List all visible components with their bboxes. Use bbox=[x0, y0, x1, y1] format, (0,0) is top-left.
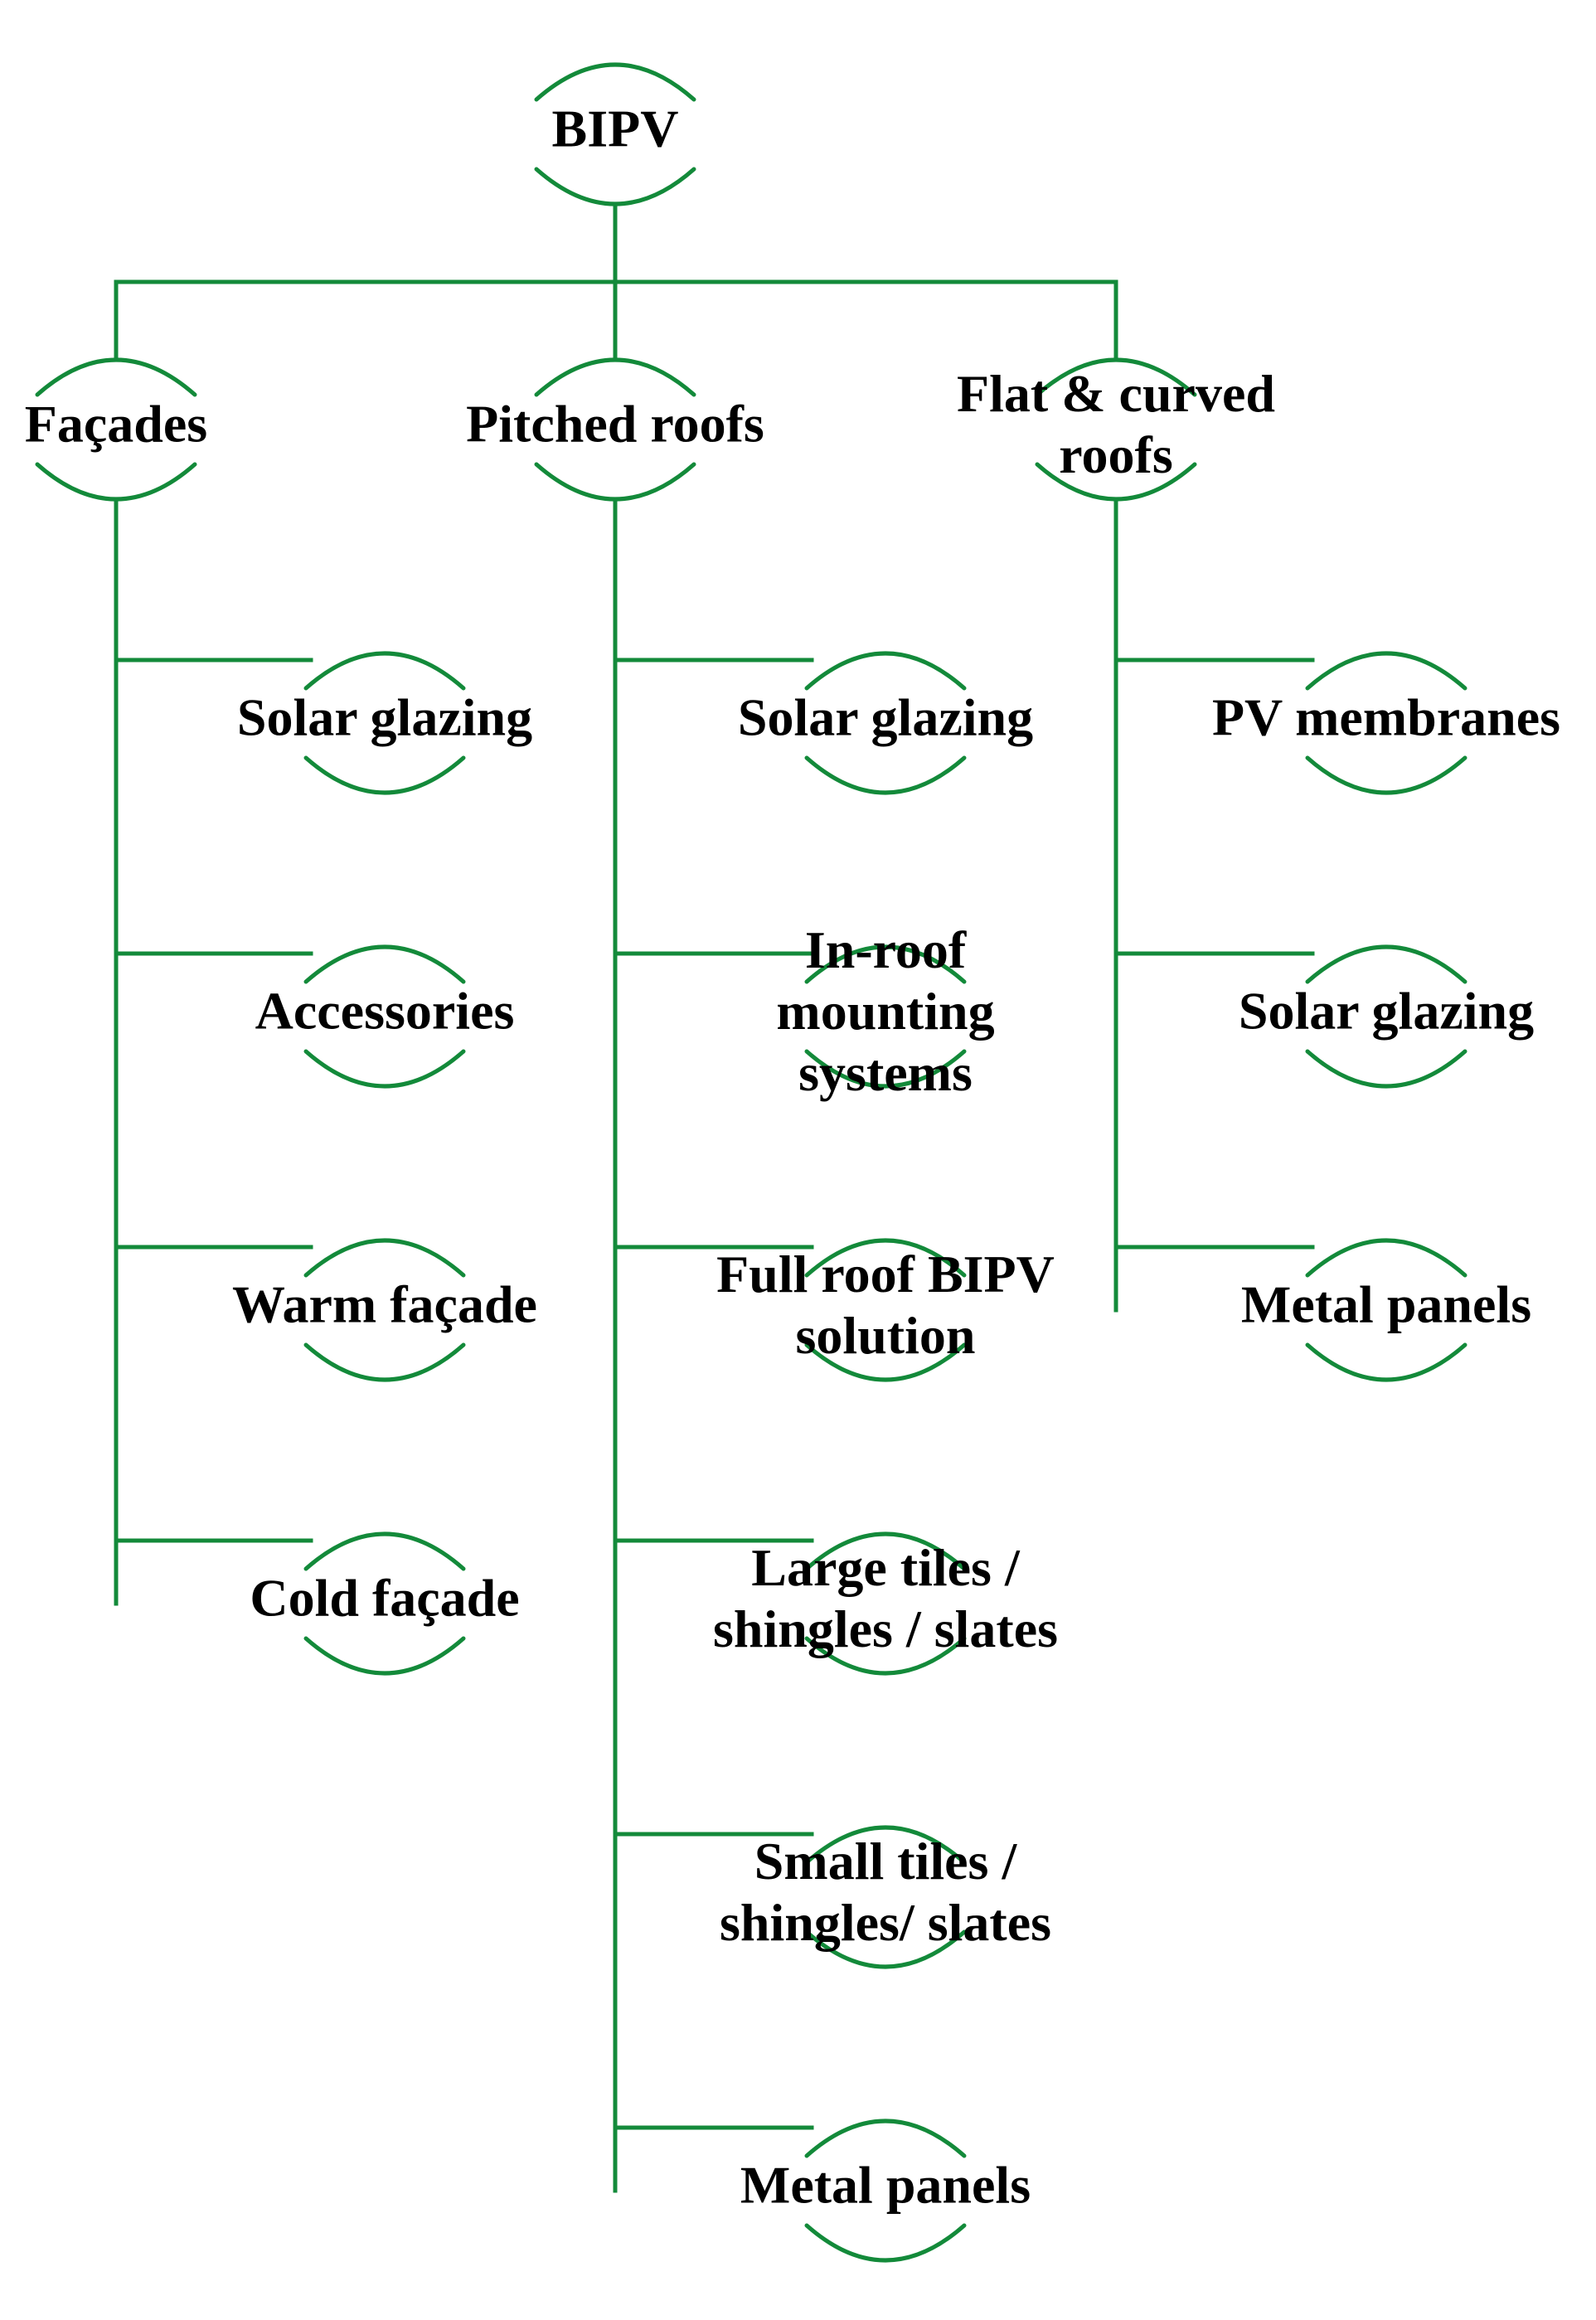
node-label-line: In-roof bbox=[805, 920, 967, 979]
node-top-arc bbox=[303, 1531, 466, 1571]
node-bipv: BIPV bbox=[534, 62, 696, 206]
node-label: BIPV bbox=[552, 99, 679, 158]
node-top-arc bbox=[303, 651, 466, 691]
node-label-line: shingles/ slates bbox=[720, 1893, 1051, 1952]
node-label-line: solution bbox=[796, 1306, 976, 1365]
node-label: Solar glazing bbox=[738, 688, 1033, 747]
node-label: Solar glazing bbox=[1239, 982, 1534, 1041]
node-top-arc bbox=[804, 1825, 967, 1865]
node-label: Metal panels bbox=[1241, 1275, 1531, 1334]
node-bottom-arc bbox=[804, 1929, 967, 1969]
node-label-line: Flat & curved bbox=[957, 364, 1275, 423]
node-pitched-metal-panels: Metal panels bbox=[740, 2119, 1031, 2263]
connector-lines bbox=[114, 201, 1315, 2193]
node-bottom-arc bbox=[1305, 755, 1467, 795]
node-label: Façades bbox=[25, 395, 207, 454]
node-top-arc bbox=[303, 1238, 466, 1278]
node-label-line: systems bbox=[798, 1043, 973, 1102]
node-bottom-arc bbox=[1035, 462, 1197, 502]
node-label-line: Small tiles / bbox=[754, 1832, 1018, 1890]
node-pitched-roofs: Pitched roofs bbox=[466, 357, 764, 502]
node-bottom-arc bbox=[1305, 1342, 1467, 1382]
node-top-arc bbox=[35, 357, 197, 397]
node-facades-solar-glazing: Solar glazing bbox=[237, 651, 532, 795]
node-label: Metal panels bbox=[740, 2156, 1031, 2215]
node-label: Cold façade bbox=[250, 1569, 519, 1628]
node-label-line: roofs bbox=[1059, 425, 1172, 484]
node-bottom-arc bbox=[804, 2223, 967, 2263]
node-pitched-small-tiles: Small tiles /shingles/ slates bbox=[720, 1825, 1051, 1969]
node-label: Solar glazing bbox=[237, 688, 532, 747]
node-label-line: mounting bbox=[776, 982, 994, 1041]
node-top-arc bbox=[1305, 944, 1467, 984]
node-top-arc bbox=[1035, 357, 1197, 397]
node-bottom-arc bbox=[303, 1636, 466, 1676]
node-bottom-arc bbox=[804, 1049, 967, 1089]
node-facades: Façades bbox=[25, 357, 207, 502]
node-facades-warm-facade: Warm façade bbox=[232, 1238, 537, 1382]
node-top-arc bbox=[804, 651, 967, 691]
node-label: Accessories bbox=[255, 982, 515, 1041]
node-label: PV membranes bbox=[1212, 688, 1560, 747]
node-flat-metal-panels: Metal panels bbox=[1241, 1238, 1531, 1382]
node-bottom-arc bbox=[1305, 1049, 1467, 1089]
node-bottom-arc bbox=[35, 462, 197, 502]
node-bottom-arc bbox=[534, 167, 696, 206]
node-bottom-arc bbox=[804, 1342, 967, 1382]
node-top-arc bbox=[534, 357, 696, 397]
node-top-arc bbox=[1305, 651, 1467, 691]
node-label: Small tiles /shingles/ slates bbox=[720, 1832, 1051, 1952]
node-top-arc bbox=[804, 1238, 967, 1278]
node-bottom-arc bbox=[804, 755, 967, 795]
node-facades-cold-facade: Cold façade bbox=[250, 1531, 520, 1676]
node-flat-pv-membranes: PV membranes bbox=[1212, 651, 1560, 795]
node-bottom-arc bbox=[303, 1049, 466, 1089]
node-bottom-arc bbox=[303, 1342, 466, 1382]
node-top-arc bbox=[1305, 1238, 1467, 1278]
node-label-line: shingles / slates bbox=[713, 1599, 1058, 1658]
node-facades-accessories: Accessories bbox=[255, 944, 515, 1089]
node-label-line: Large tiles / bbox=[751, 1538, 1021, 1597]
node-bottom-arc bbox=[804, 1636, 967, 1676]
node-label-line: Full roof BIPV bbox=[716, 1245, 1055, 1303]
node-flat-solar-glazing: Solar glazing bbox=[1239, 944, 1534, 1089]
node-top-arc bbox=[804, 2119, 967, 2158]
node-pitched-solar-glazing: Solar glazing bbox=[738, 651, 1033, 795]
node-top-arc bbox=[804, 944, 967, 984]
node-top-arc bbox=[303, 944, 466, 984]
node-label: Large tiles /shingles / slates bbox=[713, 1538, 1058, 1658]
node-bottom-arc bbox=[534, 462, 696, 502]
node-label: Warm façade bbox=[232, 1275, 537, 1334]
node-label: Pitched roofs bbox=[466, 395, 764, 454]
node-top-arc bbox=[804, 1531, 967, 1571]
node-pitched-large-tiles: Large tiles /shingles / slates bbox=[713, 1531, 1058, 1676]
node-bottom-arc bbox=[303, 755, 466, 795]
node-top-arc bbox=[534, 62, 696, 102]
